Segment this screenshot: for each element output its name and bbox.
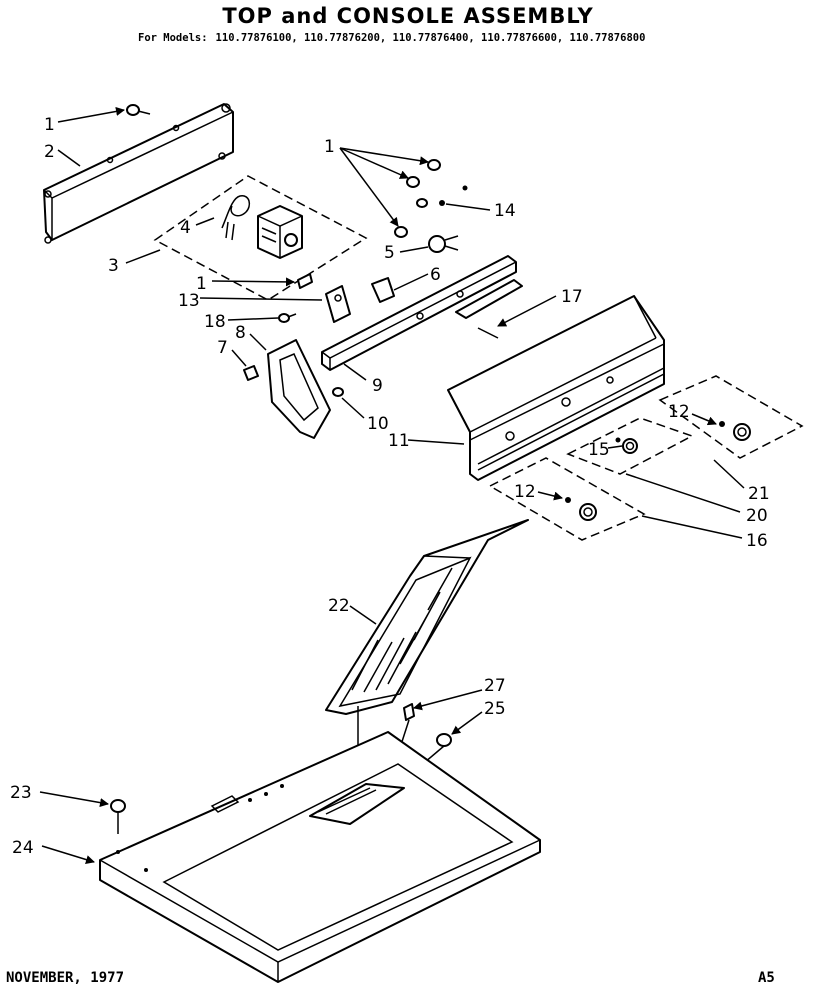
callout-c11: 11: [388, 431, 410, 451]
leader-lines: [39, 107, 745, 864]
part-24-dryer-top: [99, 731, 541, 983]
callout-c5: 5: [384, 243, 395, 263]
callout-c21: 21: [748, 484, 770, 504]
callout-c10: 10: [367, 414, 389, 434]
part-13-bracket: [325, 285, 351, 323]
callout-c18: 18: [204, 312, 226, 332]
callout-c12a: 12: [668, 402, 690, 422]
callout-c16: 16: [746, 531, 768, 551]
model-list: For Models: 110.77876100, 110.77876200, 1…: [138, 32, 645, 44]
screws-1b: [394, 159, 468, 238]
part-6-knob-clip: [371, 277, 395, 303]
callout-c1b: 1: [324, 137, 335, 157]
diagram-title: TOP and CONSOLE ASSEMBLY: [222, 4, 594, 28]
part-22-vent-cover: [325, 519, 529, 715]
callout-c2: 2: [44, 142, 55, 162]
part-11-console-panel: [447, 295, 665, 481]
models-label: For Models:: [138, 32, 208, 44]
callout-c4: 4: [180, 218, 191, 238]
callout-c13: 13: [178, 291, 200, 311]
callout-c22: 22: [328, 596, 350, 616]
part-4-wire-harness: [221, 195, 251, 241]
callout-c23: 23: [10, 783, 32, 803]
callout-c15: 15: [588, 440, 610, 460]
group-16-outline: [488, 457, 646, 541]
callout-c6: 6: [430, 265, 441, 285]
models-numbers: 110.77876100, 110.77876200, 110.77876400…: [215, 32, 646, 44]
part-23-bumper: [110, 799, 126, 834]
callout-c24: 24: [12, 838, 34, 858]
part-17-clip: [455, 279, 523, 339]
group-21-outline: [658, 375, 804, 459]
part-5-switch: [428, 235, 459, 253]
footer-date: NOVEMBER, 1977: [6, 970, 125, 986]
callout-c14: 14: [494, 201, 516, 221]
part-7-clip: [243, 365, 259, 381]
screw-1c: [297, 273, 313, 289]
footer-page-code: A5: [758, 970, 775, 986]
callout-c25: 25: [484, 699, 506, 719]
part-10-screw: [332, 387, 344, 397]
screw-1a: [126, 104, 151, 116]
part-18-screw: [278, 313, 297, 323]
callout-c1c: 1: [196, 274, 207, 294]
callout-c3: 3: [108, 256, 119, 276]
part-2-back-bracket: [43, 103, 234, 244]
knob-16: [565, 497, 597, 521]
callout-c7: 7: [217, 338, 228, 358]
callout-c27: 27: [484, 676, 506, 696]
group-3-outline: [153, 175, 368, 301]
callout-c9: 9: [372, 376, 383, 396]
callout-c8: 8: [235, 323, 246, 343]
callout-c12b: 12: [514, 482, 536, 502]
callout-c20: 20: [746, 506, 768, 526]
timer-motor: [257, 205, 303, 259]
part-9-channel: [321, 255, 517, 371]
callout-c17: 17: [561, 287, 583, 307]
part-8-frame: [267, 339, 331, 439]
callout-c1a: 1: [44, 115, 55, 135]
knob-15: [615, 437, 638, 454]
knob-21: [719, 421, 751, 441]
